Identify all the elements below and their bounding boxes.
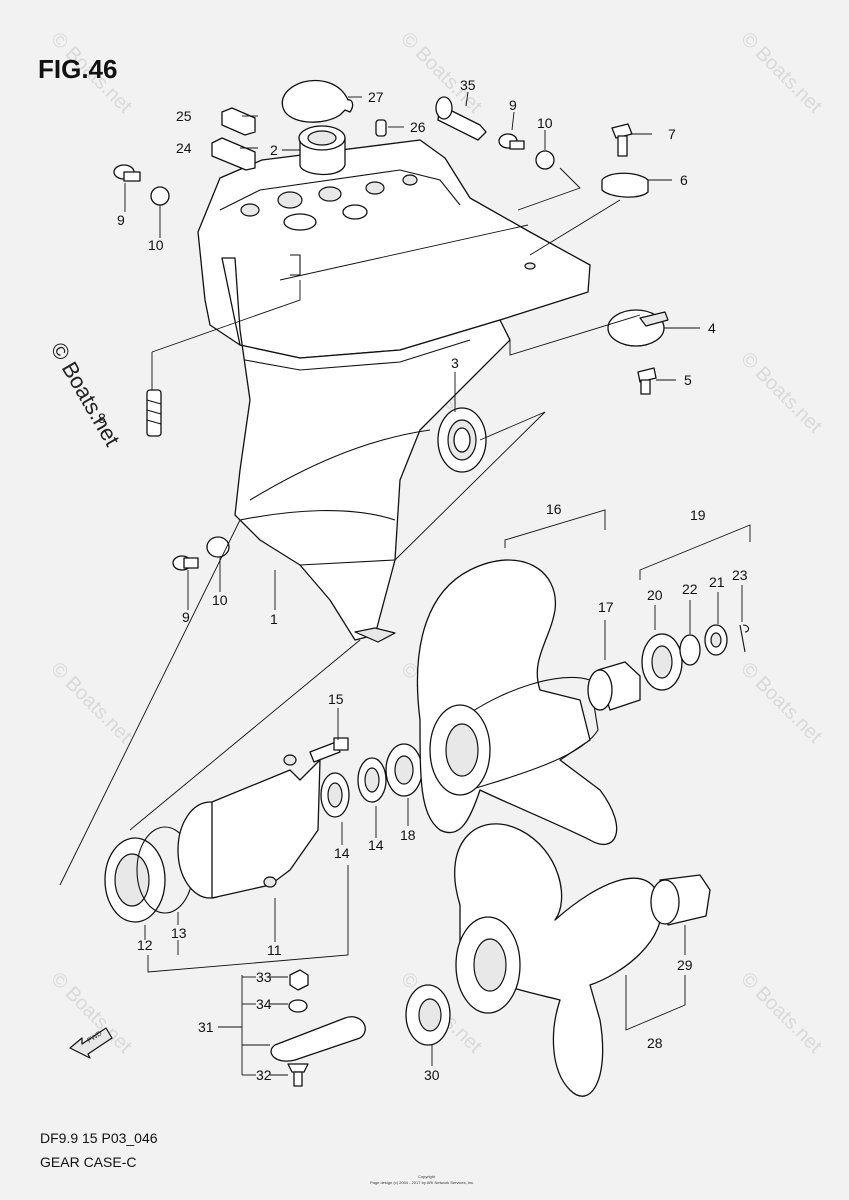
callout-1: 1 (270, 611, 278, 627)
bearing-3 (437, 407, 487, 473)
model-code: DF9.9 15 P03_046 (40, 1130, 158, 1146)
callout-30: 30 (424, 1067, 440, 1083)
callout-35: 35 (460, 77, 476, 93)
washer-10-lower (206, 536, 230, 558)
bush-17 (587, 661, 641, 711)
propeller-shaft-housing-11 (177, 754, 321, 899)
callout-20: 20 (647, 587, 663, 603)
callout-23: 23 (732, 567, 748, 583)
oil-seal-14b (357, 757, 387, 803)
callout-18: 18 (400, 827, 416, 843)
gear-case-housing (197, 139, 591, 643)
callout-2: 2 (270, 142, 278, 158)
washer-20 (641, 633, 683, 691)
oil-seal-14a (320, 772, 350, 818)
watermark-11: © Boats.net (736, 968, 826, 1058)
callout-17: 17 (598, 599, 614, 615)
callout-9-lower: 9 (182, 609, 190, 625)
callout-25: 25 (176, 108, 192, 124)
bearing-2 (298, 125, 346, 176)
callout-14b: 14 (368, 837, 384, 853)
callout-11: 11 (267, 942, 282, 958)
callout-14a: 14 (334, 845, 350, 861)
clip-24 (211, 137, 256, 171)
callout-10-right: 10 (537, 115, 553, 131)
callout-19: 19 (690, 507, 706, 523)
callout-10-lower: 10 (212, 592, 228, 608)
callout-4: 4 (708, 320, 716, 336)
screw-9-right (498, 133, 525, 150)
callout-28: 28 (647, 1035, 663, 1051)
figure-title: FIG.46 (38, 54, 117, 84)
fwd-arrow-icon: FWD (69, 1027, 113, 1059)
callout-7: 7 (668, 126, 676, 142)
watermark-8: © Boats.net (736, 658, 826, 748)
section-name: GEAR CASE-C (40, 1154, 136, 1170)
callout-9-right: 9 (509, 97, 517, 113)
screw-32 (287, 1063, 309, 1087)
dowel-pin-26 (375, 119, 387, 137)
callout-29: 29 (677, 957, 693, 973)
sleeve-35 (435, 96, 487, 141)
bolt-5 (637, 367, 657, 395)
propeller-28 (454, 823, 662, 1097)
screw-9-lower (172, 555, 199, 571)
anode-6 (601, 172, 649, 198)
washer-10-left (150, 186, 170, 206)
callout-16: 16 (546, 501, 562, 517)
callout-26: 26 (410, 119, 426, 135)
trim-tab-4 (607, 309, 669, 347)
callout-21: 21 (709, 574, 725, 590)
callout-33: 33 (256, 969, 272, 985)
callout-10-left: 10 (148, 237, 164, 253)
watermark-dark: © Boats.net (46, 338, 125, 450)
callout-labels: 1 2 3 4 5 6 7 8 9 9 9 10 10 10 11 12 13 … (98, 77, 748, 1083)
leader-lines (59, 91, 751, 1076)
spacer-18 (385, 743, 423, 797)
bearing-12 (104, 837, 166, 923)
callout-27: 27 (368, 89, 384, 105)
stud-8 (146, 389, 162, 437)
screw-9-left (113, 164, 141, 182)
callout-24: 24 (176, 140, 192, 156)
callout-3: 3 (451, 355, 459, 371)
washer-34 (288, 999, 308, 1013)
callout-12: 12 (137, 937, 153, 953)
clip-25 (221, 107, 256, 136)
callout-15: 15 (328, 691, 344, 707)
watermark-6: © Boats.net (46, 658, 136, 748)
nut-33 (289, 969, 309, 991)
washer-22 (679, 634, 701, 666)
washer-10-right (535, 150, 555, 170)
plate-31 (270, 1016, 366, 1062)
callout-9-left: 9 (117, 212, 125, 228)
spacer-30 (405, 984, 451, 1046)
bolt-7 (611, 123, 633, 157)
circlip-27 (281, 79, 354, 123)
callout-34: 34 (256, 996, 272, 1012)
copyright-line-1: Copyright (418, 1174, 436, 1179)
callout-22: 22 (682, 581, 698, 597)
bush-29 (650, 874, 711, 926)
callout-6: 6 (680, 172, 688, 188)
watermark-3: © Boats.net (736, 28, 826, 118)
watermark-5: © Boats.net (736, 348, 826, 438)
propeller-16 (416, 559, 618, 846)
callout-5: 5 (684, 372, 692, 388)
bolt-15 (309, 737, 349, 763)
nut-21 (704, 624, 728, 656)
callout-13: 13 (171, 925, 187, 941)
cotter-pin-23 (739, 624, 750, 653)
callout-32: 32 (256, 1067, 272, 1083)
copyright-line-2: Page design (c) 2004 - 2017 by ARI Netwo… (370, 1180, 474, 1185)
callout-31: 31 (198, 1019, 214, 1035)
callout-8: 8 (98, 410, 106, 426)
